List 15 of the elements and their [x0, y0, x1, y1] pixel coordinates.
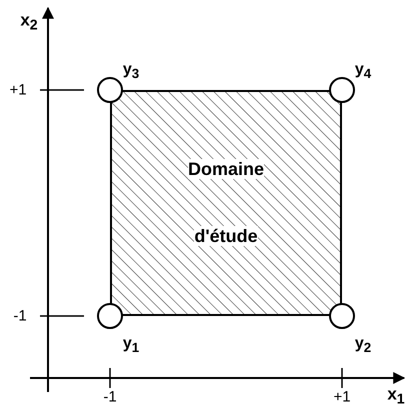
vertex-circle: [329, 77, 355, 103]
vertex-label: y$_{4}$: [354, 60, 372, 82]
vertex-label: y$_{3}$: [122, 60, 140, 82]
vertex-label: y$_{1}$: [122, 334, 140, 356]
tick-label: -1: [13, 308, 27, 324]
hatched-square: [110, 90, 342, 316]
vertex-circle: [329, 303, 355, 329]
vertex-circle: [97, 77, 123, 103]
vertex-circle: [97, 303, 123, 329]
tick-label: +1: [9, 82, 27, 98]
tick-label: +1: [333, 388, 351, 406]
vertex-label: y$_{2}$: [354, 334, 372, 356]
axis-label: x$_{2}$: [20, 10, 38, 34]
tick-label: -1: [103, 388, 117, 406]
axis-label: x$_{1}$: [387, 384, 405, 408]
